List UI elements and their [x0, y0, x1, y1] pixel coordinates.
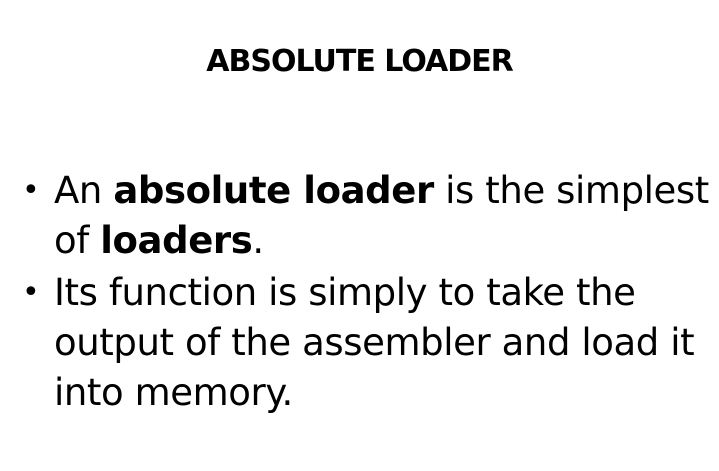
bullet-item-1: • An absolute loader is the simplest of … — [22, 166, 712, 266]
emphasis-term: absolute loader — [113, 169, 434, 212]
bullet-icon: • — [22, 173, 40, 208]
text: of — [54, 219, 101, 262]
bullet-item-2: • Its function is simply to take the out… — [22, 268, 712, 418]
bullet-list: • An absolute loader is the simplest of … — [22, 166, 712, 420]
text: An — [54, 169, 114, 212]
text: is the simplest — [433, 169, 709, 212]
bullet-1-line-1: An absolute loader is the simplest — [54, 166, 712, 216]
emphasis-term: loaders — [100, 219, 253, 262]
bullet-icon: • — [22, 275, 40, 310]
bullet-2-line-3: into memory. — [54, 371, 293, 414]
slide-title: ABSOLUTE LOADER — [206, 44, 513, 79]
bullet-2-line-1: Its function is simply to take the — [54, 271, 636, 314]
bullet-1-line-2: of loaders. — [54, 216, 712, 266]
bullet-2-line-2: output of the assembler and load it — [54, 321, 695, 364]
text: . — [252, 219, 264, 262]
